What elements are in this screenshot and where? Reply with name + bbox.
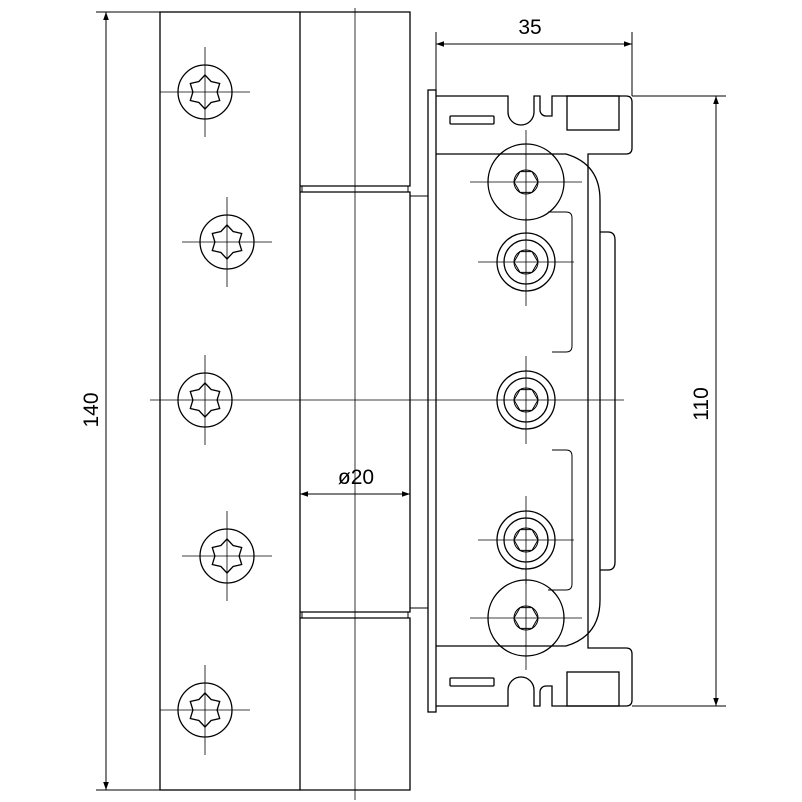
right-hinge-body: [427, 89, 633, 713]
hinge-knuckle: [300, 11, 428, 791]
dimension-label-diameter: ø20: [338, 466, 374, 489]
socket-screw-icon: [478, 218, 574, 306]
center-lines: [150, 8, 624, 800]
torx-screw-icon: [160, 47, 250, 137]
torx-screw-icon: [182, 511, 272, 601]
dimension-label-140: 140: [80, 392, 103, 427]
dimension-label-35: 35: [518, 16, 541, 39]
dimension-inner-height: 110: [632, 95, 726, 707]
socket-screw-large-icon: [470, 566, 582, 670]
left-hinge-leaf: [159, 11, 301, 791]
dimension-diameter: ø20: [300, 466, 410, 497]
dimension-width: 35: [435, 16, 633, 96]
dimension-total-height: 140: [80, 11, 160, 791]
torx-screw-icon: [182, 197, 272, 287]
dimension-label-110: 110: [690, 387, 713, 420]
leaf-screws: [160, 47, 272, 755]
torx-screw-icon: [160, 665, 250, 755]
socket-screw-large-icon: [470, 130, 582, 234]
